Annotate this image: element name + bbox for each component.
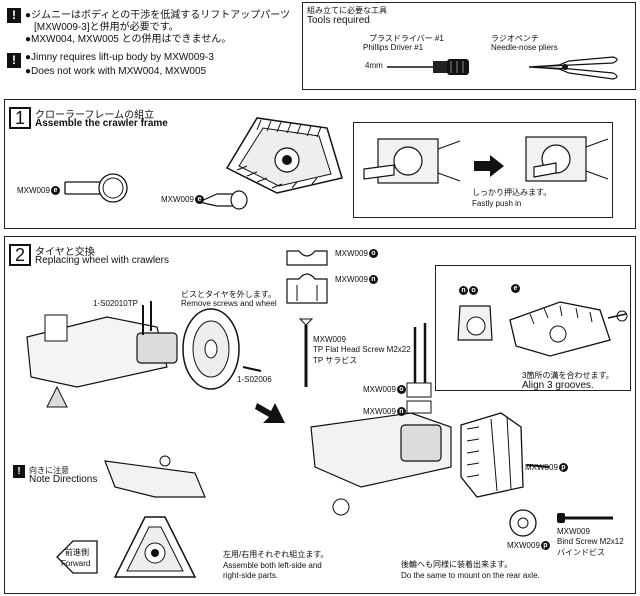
assemble-both-en2: right-side parts. (223, 571, 279, 580)
detail-after-drawing (525, 136, 609, 182)
step1-number: 1 (9, 107, 31, 129)
warning-jp-line1: ●ジムニーはボディとの干渉を低減するリフトアップパーツ (25, 10, 291, 21)
detail-badge-e: e (510, 284, 520, 294)
pliers-icon (528, 56, 618, 80)
clip-side-drawing (197, 190, 248, 210)
pliers-label-en: Needle-nose pliers (491, 43, 558, 52)
assemble-both-jp: 左用/右用それぞれ組立ます。 (223, 550, 329, 559)
step1-title-en: Assemble the crawler frame (35, 118, 168, 129)
flat-head-screw-drawing (298, 318, 314, 387)
badge-n: n (459, 286, 468, 296)
bind-screw-label-2: Bind Screw M2x12 (557, 537, 624, 546)
forward-en: Forward (61, 559, 91, 568)
arrow-down-right-icon (255, 403, 285, 423)
align-grooves-jp: 3箇所の溝を合わせます。 (522, 371, 614, 380)
rear-axle-en: Do the same to mount on the rear axle. (401, 571, 540, 580)
mount-parts-drawing (286, 250, 328, 304)
forward-jp: 前進側 (65, 548, 89, 557)
tools-title-en: Tools required (307, 15, 370, 26)
washer-badge-p: p (540, 541, 550, 551)
arrow-right-icon (474, 155, 504, 177)
driver-label-en: Phillips Driver #1 (363, 43, 424, 52)
step2-title-jp: タイヤと交換 (35, 247, 95, 258)
assemble-both-en1: Assemble both left-side and (223, 561, 322, 570)
step1-title-jp: クローラーフレームの組立 (35, 110, 155, 121)
step1-detail-frame: しっかり押込みます。 Fastly push in (353, 122, 613, 218)
step1-box: 1 クローラーフレームの組立 Assemble the crawler fram… (4, 99, 636, 229)
vehicle-wheel-removal-drawing (26, 301, 262, 408)
warning-icon: ! (7, 8, 21, 23)
groove-detail-drawing (457, 301, 628, 357)
warning-jp-line2: [MXW009-3]と併用が必要です。 (34, 22, 179, 33)
step1-caption-jp: しっかり押込みます。 (472, 188, 552, 197)
flat-screw-label-2: TP Flat Head Screw M2x22 (313, 345, 411, 354)
tools-title-jp: 組み立てに必要な工具 (307, 6, 387, 15)
crawler-direction-drawing (104, 455, 206, 578)
flat-screw-label-3: TP サラビス (313, 356, 358, 365)
badge-o: o (469, 286, 478, 296)
warning-en-line1: ●Jimny requires lift-up body by MXW009-3 (25, 52, 214, 63)
tools-required-box: 組み立てに必要な工具 Tools required プラスドライバー #1 Ph… (302, 2, 636, 90)
driver-size-label: 4mm (365, 61, 383, 70)
driver-label-jp: プラスドライバー #1 (369, 34, 444, 43)
part-badge-n: n (368, 275, 378, 285)
bind-screw-label-3: バインドビス (557, 548, 605, 557)
bind-screw-label-1: MXW009 (557, 527, 590, 536)
flat-screw-label-1: MXW009 (313, 335, 346, 344)
part-badge-o: o (368, 249, 378, 259)
forward-arrow-icon (56, 540, 98, 574)
clip-part-drawing (64, 173, 128, 203)
note-directions-en: Note Directions (29, 474, 98, 485)
axle-assembly-drawing (310, 323, 550, 516)
part-badge-e: e (50, 186, 60, 196)
crawler-track-drawing (225, 117, 343, 194)
remove-screws-en: Remove screws and wheel (181, 299, 277, 308)
step1-caption-en: Fastly push in (472, 199, 522, 208)
align-grooves-en: Align 3 grooves. (522, 380, 594, 391)
part-badge-e2: e (194, 195, 204, 205)
pliers-label-jp: ラジオペンチ (491, 34, 539, 43)
screw-label-s02006: 1-S02006 (237, 375, 272, 384)
remove-screws-jp: ビスとタイヤを外します。 (181, 290, 276, 299)
note-directions-jp: 向きに注意 (29, 466, 69, 475)
screwdriver-icon (387, 59, 469, 75)
badge-e: e (511, 284, 520, 294)
step2-title-en: Replacing wheel with crawlers (35, 255, 169, 266)
bind-screw-drawing (557, 513, 613, 523)
warning-icon-en: ! (7, 53, 21, 68)
asm-badge-p: p (558, 463, 568, 473)
asm-badge-o: o (396, 385, 406, 395)
step2-number: 2 (9, 244, 31, 266)
washer-drawing (509, 509, 537, 537)
detail-before-drawing (363, 138, 461, 184)
warning-en-line2: ●Does not work with MXW004, MXW005 (25, 66, 207, 77)
step2-box: 2 タイヤと交換 Replacing wheel with crawlers ビ… (4, 236, 636, 594)
rear-axle-jp: 後輪へも同様に装着出来ます。 (401, 560, 513, 569)
warning-jp-line3: ●MXW004, MXW005 との併用はできません。 (25, 34, 232, 45)
note-warning-icon: ! (13, 465, 25, 478)
screw-label-s02010: 1-S02010TP (93, 299, 138, 308)
asm-badge-n: n (396, 407, 406, 417)
